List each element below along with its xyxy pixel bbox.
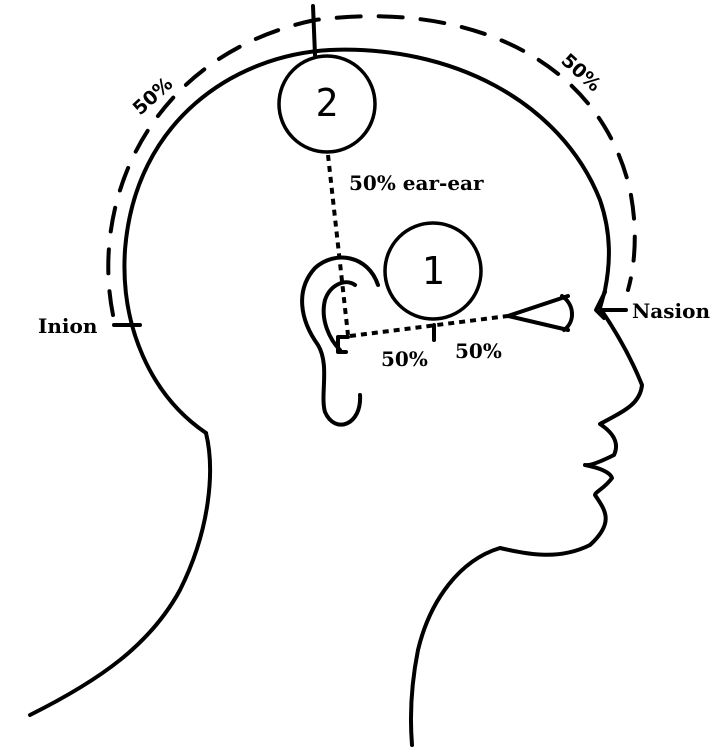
arc-left-label: 50% [129, 73, 178, 120]
neck-back [30, 433, 210, 715]
ear-vertex-line [328, 155, 348, 335]
point-2-label: 2 [316, 81, 339, 125]
eye-lid [562, 296, 572, 330]
vertex-marker [313, 6, 315, 55]
nasion-label: Nasion [632, 299, 710, 323]
ear-canal [338, 337, 348, 352]
inion-label: Inion [38, 314, 98, 338]
point-1-label: 1 [422, 249, 445, 293]
line-right-label: 50% [455, 339, 502, 363]
ear-ear-label: 50% ear-ear [349, 171, 484, 195]
line-left-label: 50% [381, 347, 428, 371]
eye [508, 296, 568, 330]
arc-right-label: 50% [557, 49, 606, 96]
head-outline [124, 50, 642, 745]
